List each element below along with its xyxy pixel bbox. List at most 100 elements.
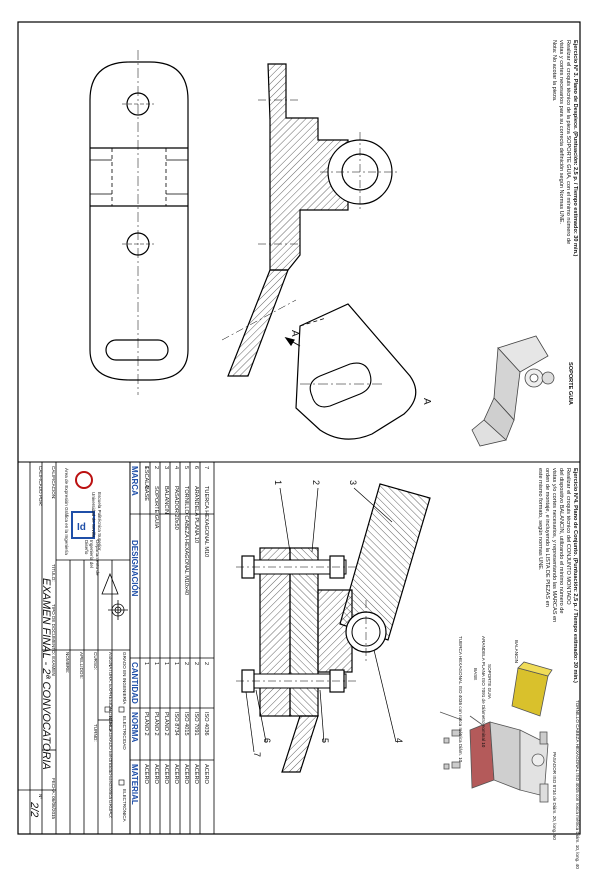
parts-cell-marca: 5 — [183, 466, 189, 470]
parts-cell-designacion: SOPORTE GUIA — [153, 486, 159, 529]
ex4-title: Ejercicio Nº4. Plano de Conjunto. (Puntu… — [572, 468, 578, 683]
department-name: Departamento de Ingeniería del Diseño — [83, 540, 100, 576]
exploded-label-base: BASE — [473, 668, 478, 681]
ex4-line2: del dispositivo BALANCIN, utilizando el … — [558, 468, 564, 614]
parts-cell-norma: PLANO 2 — [163, 712, 169, 736]
university-name: Universidad de Sevilla — [91, 492, 96, 538]
balloon-7: 7 — [252, 752, 262, 758]
svg-text:Id: Id — [77, 522, 86, 533]
parts-cell-material: ACERO — [153, 764, 159, 784]
parts-cell-norma: PLANO 2 — [153, 712, 159, 736]
header-marca: MARCA — [130, 466, 139, 496]
parts-cell-marca: 4 — [173, 466, 179, 470]
parts-cell-norma: ISO 4015 — [183, 712, 189, 736]
parts-cell-norma: ISO 8734 — [173, 712, 179, 736]
option-electronica: ELECTRÓNICA — [122, 789, 127, 822]
ex4-line1: Realizar el croquis técnico del CONJUNTO… — [565, 468, 571, 605]
exploded-label-arandela: ARANDELA PLANA ISO 7091 de Diámetro nomi… — [481, 636, 486, 748]
ex3-body-line1: Realizar el croquis técnico de la pieza … — [565, 40, 571, 245]
exam-title: EXAMEN FINAL - 2ª CONVOCATORIA — [40, 578, 52, 770]
header-material: MATERIAL — [130, 764, 139, 805]
calificacion-label: CALIFICACIÓN: — [51, 466, 56, 500]
school-logo: Id — [71, 471, 95, 539]
parts-cell-cantidad: 1 — [163, 662, 169, 666]
view-arrow-label: A — [289, 330, 300, 337]
parts-cell-marca: 3 — [163, 466, 169, 470]
exploded-label-balancin: BALANCIN — [514, 640, 519, 663]
exploded-label-tuerca: TUERCA HEXAGONAL ISO 4036 con rosca métr… — [458, 636, 463, 763]
balloon-leaders — [245, 487, 397, 753]
turno-label: TURNO: — [93, 724, 98, 742]
parts-cell-designacion: ARANDELA PLANA 10 — [193, 486, 199, 544]
header-cantidad: CANTIDAD — [130, 662, 139, 704]
ex4-assembly-drawing — [236, 483, 431, 773]
header-designacion: DESIGNACIÓN — [130, 540, 139, 597]
parts-cell-cantidad: 1 — [153, 662, 159, 666]
aux-view-label: A — [421, 398, 432, 405]
title-block-grid — [17, 461, 131, 835]
header-norma: NORMA — [130, 712, 139, 743]
apellidos-label: APELLIDOS: — [79, 652, 84, 679]
exploded-label-soporte: SOPORTE GUIA — [487, 664, 492, 699]
parts-list-grid — [129, 461, 215, 835]
parts-cell-designacion: BALANCIN — [163, 486, 169, 514]
sheet-number: 2/2 — [28, 802, 40, 818]
grupo-label: GRUPO: — [108, 800, 113, 819]
parts-cell-cantidad: 2 — [183, 662, 189, 666]
ex3-title: Ejercicio Nº 3. Plano de Despiece. (Punt… — [572, 40, 578, 257]
parts-cell-cantidad: 1 — [143, 662, 149, 666]
checkbox-doble-grado[interactable] — [104, 706, 111, 713]
parts-cell-norma: ISO 7091 — [193, 712, 199, 736]
checkbox-electricidad[interactable] — [118, 706, 125, 713]
nombre-label: NOMBRE: — [65, 652, 70, 674]
grado-label: GRADO EN INGENIERÍA — [122, 652, 127, 705]
ex3-section-view — [221, 63, 400, 377]
fecha-label: FECHA: 06/06/2015 — [51, 778, 56, 820]
sheet-number-label: Nº — [38, 794, 43, 799]
parts-cell-material: ACERO — [203, 764, 209, 784]
exploded-label-tornillo: TORNILLO CABEZA HEXAGONAL ISO 4015 con r… — [575, 700, 580, 869]
parts-cell-marca: 2 — [153, 466, 159, 470]
parts-cell-designacion: PASADOR 20x50 — [173, 486, 179, 530]
projection-symbol-icon — [101, 572, 128, 620]
parts-cell-norma: ISO 4036 — [203, 712, 209, 736]
ex3-body-line2: vistas y cortes necesarios para su corre… — [558, 40, 564, 225]
exam-sheet: Id Ejercicio Nº 3. Plano de Despiece. (P… — [17, 21, 581, 869]
drawing-canvas: Id — [17, 21, 581, 835]
ex4-line5: este mismo formato, según normas UNE. — [537, 468, 543, 571]
scale-label: ESCALA: — [143, 466, 149, 490]
checkbox-electronica[interactable] — [118, 779, 125, 786]
ex3-note: Nota: No acotar la pieza. — [551, 40, 557, 102]
balloon-5: 5 — [320, 738, 330, 744]
calificado-por-label: CALIFICADO POR: — [38, 466, 43, 507]
parts-cell-marca: 7 — [203, 466, 209, 470]
ex4-line3: vistas y/o cortes necesarios, y represen… — [551, 468, 557, 623]
parts-cell-cantidad: 2 — [203, 662, 209, 666]
ex3-plan-view — [89, 50, 189, 395]
balloon-4: 4 — [394, 738, 404, 744]
parts-cell-material: ACERO — [143, 764, 149, 784]
parts-cell-material: ACERO — [173, 764, 179, 784]
parts-cell-designacion: TUERCA HEXAGONAL M10 — [203, 486, 209, 558]
parts-cell-material: ACERO — [193, 764, 199, 784]
area-name: Área de Expresión Gráfica en la Ingenier… — [64, 468, 69, 555]
ex3-part-label: SOPORTE GUIA — [567, 362, 573, 405]
parts-cell-designacion: TORNILLO CABEZA HEXAGONAL M10x40 — [183, 486, 189, 596]
ex4-exploded-parts — [439, 661, 553, 803]
parts-cell-cantidad: 1 — [173, 662, 179, 666]
parts-cell-material: ACERO — [163, 764, 169, 784]
parts-cell-cantidad: 2 — [193, 662, 199, 666]
sheet-border — [17, 21, 581, 835]
exploded-label-pasador: PASADOR ISO 8734 de Diám. 20, long. 50 — [552, 752, 557, 840]
balloon-1: 1 — [273, 480, 283, 486]
balloon-3: 3 — [348, 480, 358, 486]
soporte-guia-isometric — [471, 335, 555, 447]
parts-cell-norma: PLANO 2 — [143, 712, 149, 736]
parts-cell-marca: 6 — [193, 466, 199, 470]
ex3-auxiliary-view — [295, 303, 417, 440]
curso-label: CURSO: — [93, 652, 98, 670]
ex4-line4: orden de montaje, e incluyendo la LISTA … — [544, 468, 550, 607]
balloon-2: 2 — [311, 480, 321, 486]
balloon-6: 6 — [262, 738, 272, 744]
asignatura-label: ASIGNATURA: EXPRESIÓN GRÁFICA — [108, 652, 113, 733]
